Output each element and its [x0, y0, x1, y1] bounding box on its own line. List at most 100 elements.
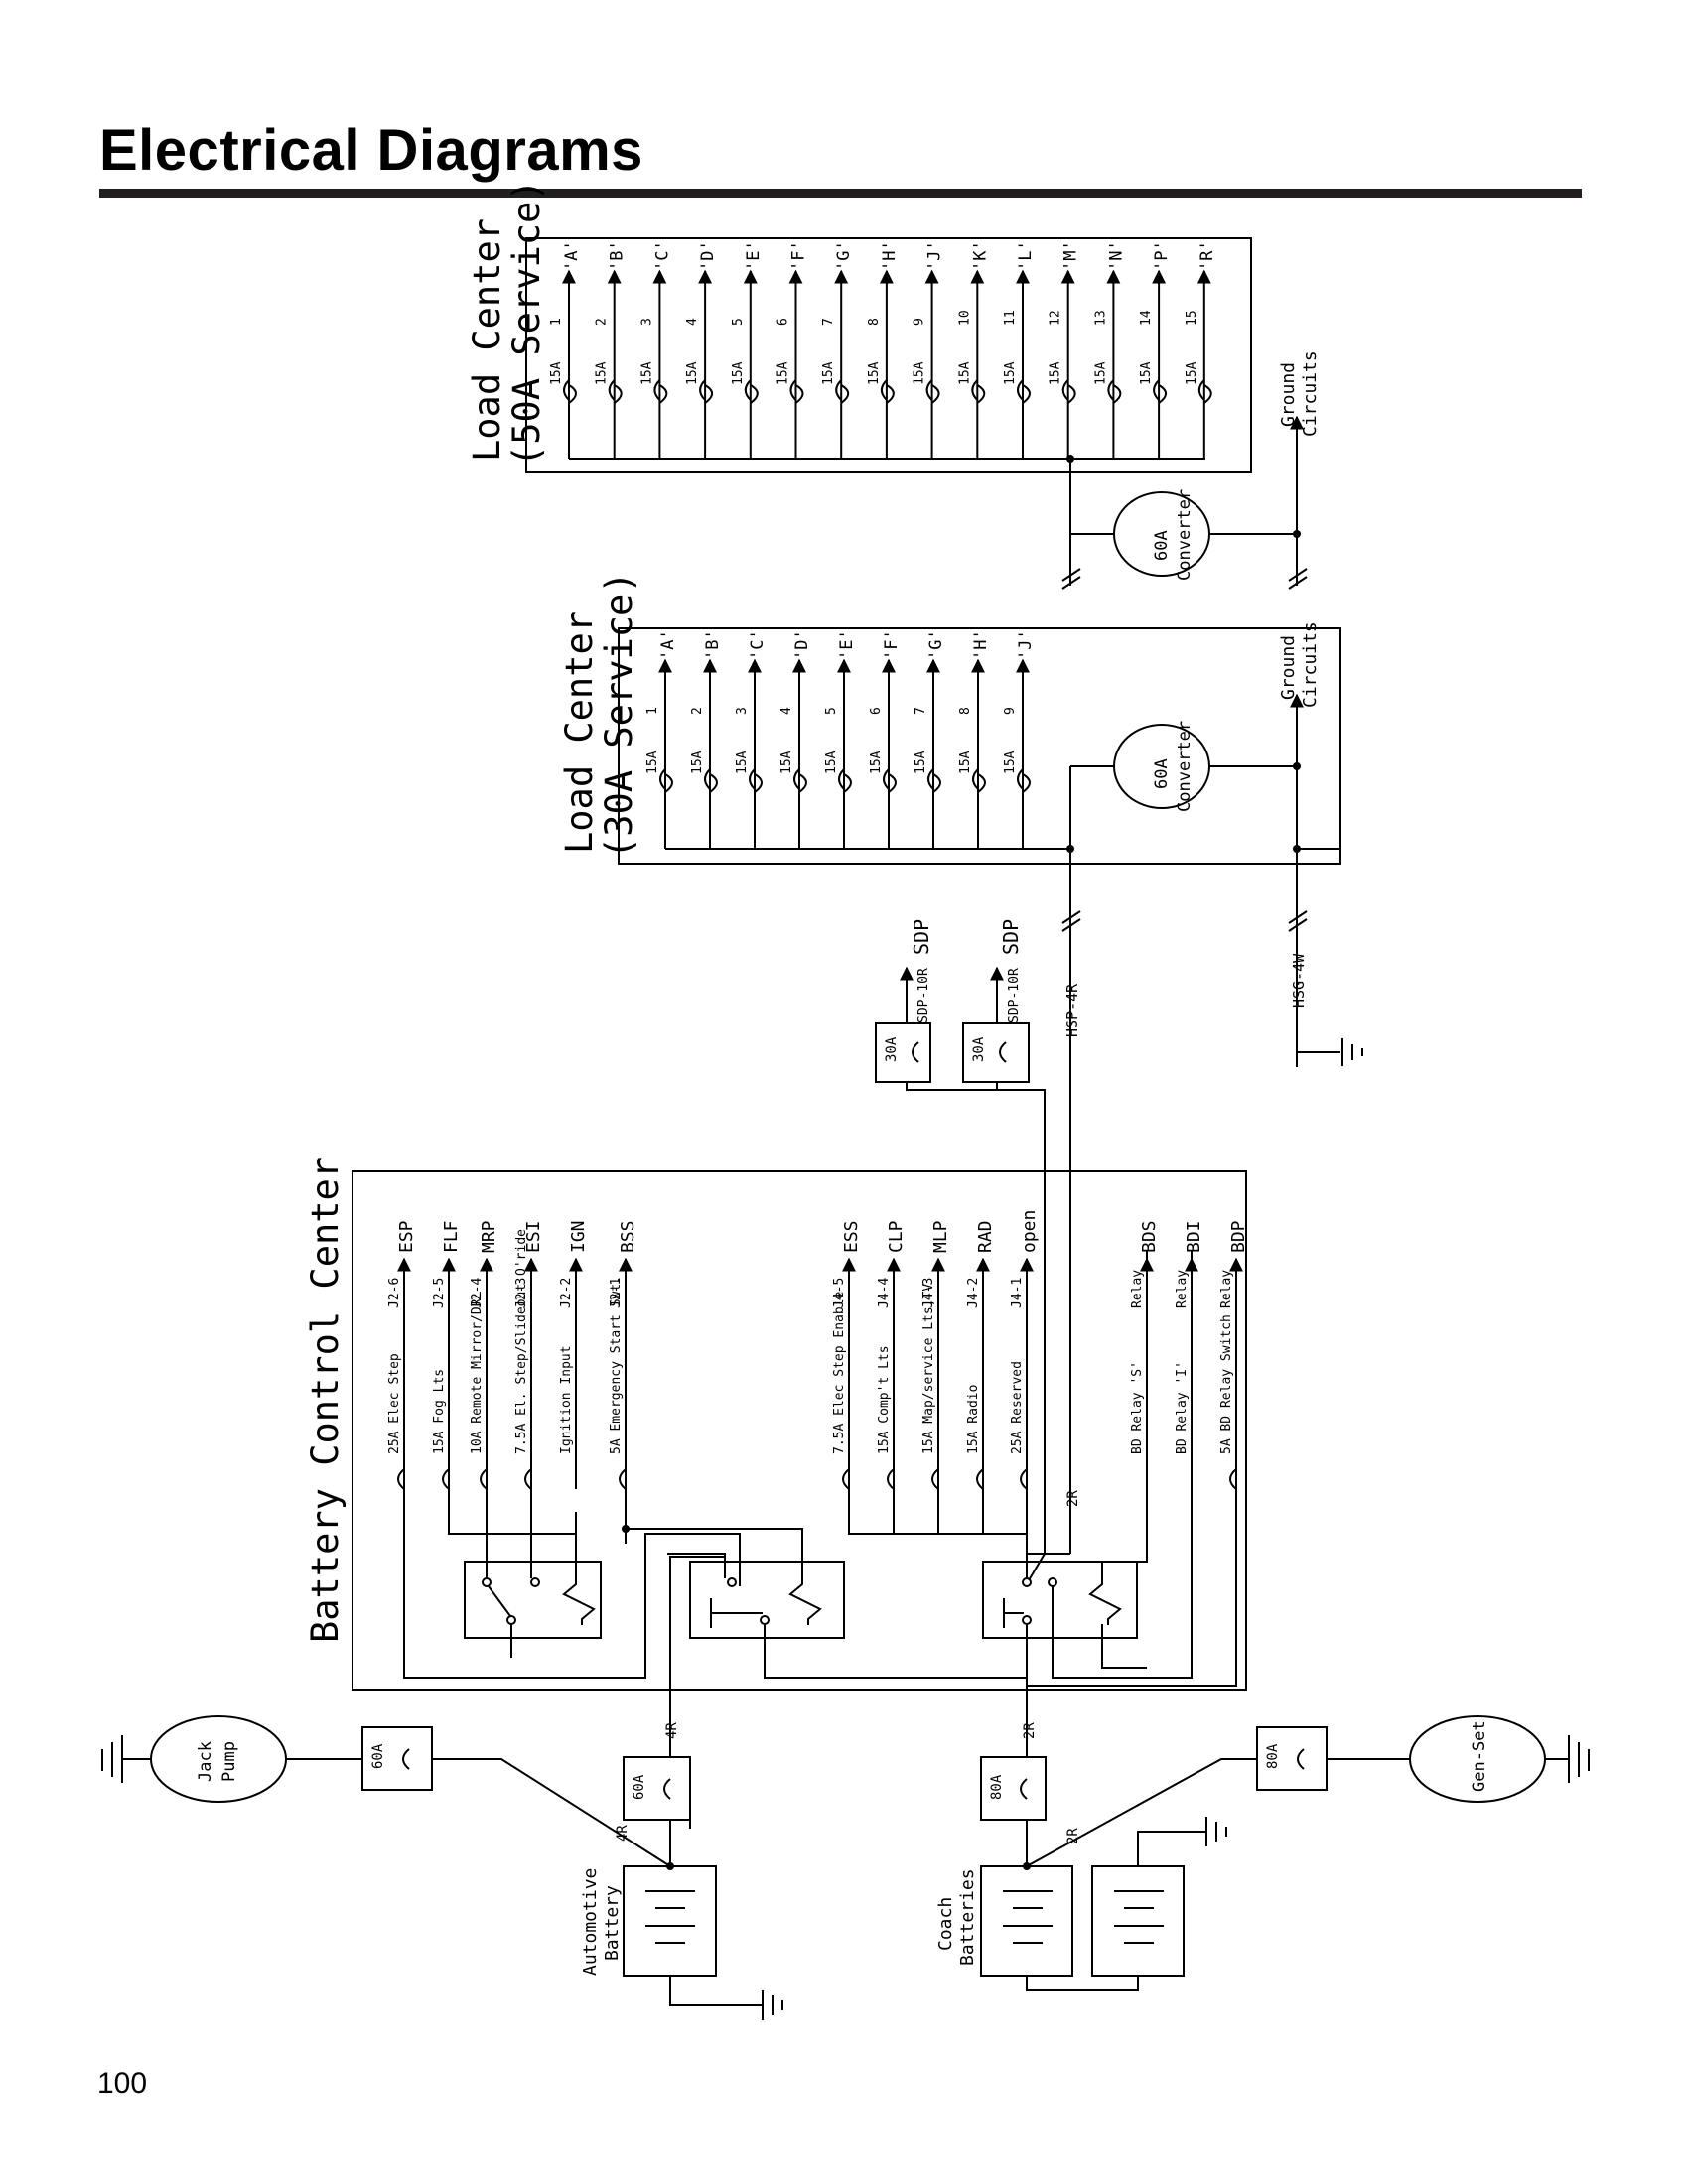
coach-fuse: [980, 1756, 1047, 1821]
lc50-breaker-5-element: [750, 384, 759, 404]
lc50-breaker-14-wire: [1152, 269, 1167, 459]
battery-control-center: Battery Control Center 25A Elec StepJ2-6…: [304, 1157, 1249, 1691]
automotive-battery-label: Automotive: [580, 1868, 601, 1976]
bcc-circuit-esp-fuse-label: 25A Elec Step: [387, 1353, 402, 1454]
lc50-breaker-1-rating: 15A: [549, 361, 564, 385]
gen-ground-symbol: [1568, 1735, 1590, 1783]
lc50-breaker-12-number: 12: [1049, 310, 1063, 326]
bcc-circuit-clp-pin: J4-4: [877, 1278, 892, 1308]
lc50-breaker-4-element: [704, 384, 714, 404]
load-center-50a-title: Load Center: [466, 218, 508, 462]
load-center-50a-box: [525, 237, 1252, 473]
lc50-breaker-4-output: 'D': [698, 240, 718, 271]
bcc-circuit-rad-fuse-label: 15A Radio: [966, 1385, 981, 1454]
lc50-break-1: [1061, 568, 1081, 590]
lc30-converter-label: Converter: [1175, 721, 1195, 812]
page-title: Electrical Diagrams: [99, 118, 643, 183]
lc30-breaker-5-rating: 15A: [824, 751, 839, 774]
coach-batt-link: [1026, 1976, 1139, 1991]
sdp-out-1: SDP: [910, 919, 933, 955]
bcc-circuit-mlp-fuse: [931, 1468, 939, 1512]
lc50-breaker-13-output: 'N': [1106, 240, 1126, 271]
lc30-breaker-4-number: 4: [779, 707, 794, 715]
bcc-circuit-bdi-pin: Relay: [1175, 1270, 1190, 1308]
relay-2-contacts: [710, 1577, 822, 1628]
lc30-breaker-7-number: 7: [914, 707, 928, 715]
lc50-breaker-9-element: [930, 384, 940, 404]
lc50-breaker-7-rating: 15A: [821, 361, 836, 385]
auto-ground-wire: [669, 1976, 763, 2006]
lc30-breaker-8-rating: 15A: [958, 751, 973, 774]
lc50-breaker-12-element: [1067, 384, 1076, 404]
sdp-wire-1-label: SDP-10R: [916, 968, 931, 1023]
lc30-breaker-1-output: 'A': [658, 629, 678, 660]
lc50-breaker-1-output: 'A': [562, 240, 582, 271]
bcc-dot: [623, 1526, 629, 1532]
lc50-breaker-15-output: 'R': [1197, 240, 1217, 271]
lc50-breaker-11-element: [1022, 384, 1031, 404]
coach-battery-1: [980, 1865, 1073, 1977]
lc30-breaker-9-output: 'J': [1016, 629, 1036, 660]
coach-ground-symbol: [1205, 1817, 1227, 1846]
lc30-breaker-2-wire: [703, 658, 717, 849]
bcc-2r-label: 2R: [1065, 1490, 1081, 1507]
lc50-breaker-10-element: [976, 384, 986, 404]
lc30-breaker-8-output: 'H': [971, 629, 991, 660]
lc30-breaker-4-wire: [792, 658, 806, 849]
bcc-circuit-mlp-pin: J4-3: [921, 1278, 936, 1308]
bcc-wire-bdp: [1026, 1512, 1237, 1687]
coach-batteries-label-2: Batteries: [957, 1868, 978, 1966]
lc30-breaker-9-element: [1022, 773, 1031, 793]
bcc-circuit-rad-pin: J4-2: [966, 1278, 981, 1308]
lc50-breaker-9-output: 'J': [925, 240, 945, 271]
lc50-converter-label: Converter: [1175, 489, 1195, 581]
hsg-ground-symbol: [1341, 1038, 1363, 1066]
lc30-breaker-3-number: 3: [735, 707, 750, 715]
lc50-breaker-7-number: 7: [821, 318, 836, 326]
lc30-break-1: [1061, 910, 1081, 932]
auto-batt-cells: [645, 1890, 695, 1944]
lc30-breaker-9-wire: [1016, 658, 1030, 849]
title-rule: [99, 189, 1582, 198]
lc50-ground-label: Ground: [1278, 362, 1299, 427]
lc50-breaker-1-wire: [562, 269, 576, 459]
bcc-circuit-bds-fuse-label: BD Relay 'S': [1130, 1361, 1145, 1454]
lc50-breaker-6-output: 'F': [789, 240, 809, 271]
lc30-breaker-3-rating: 15A: [735, 751, 750, 774]
bcc-circuit-flf-output: FLF: [441, 1220, 462, 1253]
lc50-breaker-12-rating: 15A: [1049, 361, 1063, 385]
lc30-breaker-1-element: [664, 773, 673, 793]
sdp-wire-2-label: SDP-10R: [1007, 968, 1022, 1023]
bcc-circuit-bdi-fuse-label: BD Relay 'I': [1175, 1361, 1190, 1454]
lc50-breaker-7-wire: [834, 269, 849, 459]
lc50-breaker-2-element: [614, 384, 623, 404]
lc30-breaker-9-rating: 15A: [1003, 751, 1018, 774]
load-center-50a-subtitle: (50A Service): [505, 179, 548, 467]
lc30-breaker-3-wire: [748, 658, 762, 849]
auto-ground-symbol: [762, 1990, 783, 2020]
lc30-junction: [1066, 845, 1074, 853]
coach-ground-wire: [1137, 1831, 1206, 1866]
gen-set-label: Gen-Set: [1470, 1720, 1489, 1792]
lc30-breaker-8-number: 8: [958, 707, 973, 715]
bcc-circuit-ign-output: IGN: [568, 1220, 589, 1253]
lc30-breaker-8-wire: [971, 658, 985, 849]
lc50-breaker-11-rating: 15A: [1003, 361, 1018, 385]
bcc-circuit-bss-fuse-label: 5A Emergency Start Swt.: [609, 1276, 624, 1454]
bcc-wire-bss: [625, 1512, 803, 1578]
bcc-circuit-ess-fuse-label: 7.5A Elec Step Enable: [832, 1291, 847, 1454]
lc30-breaker-6-number: 6: [869, 707, 884, 715]
lc50-breaker-5-wire: [743, 269, 758, 459]
lc50-breaker-6-rating: 15A: [776, 361, 791, 385]
bcc-wire-flf-mrp: [448, 1512, 577, 1578]
lc30-breaker-7-wire: [926, 658, 940, 849]
sdp-fuses: 30A 30A SDP-10R SDP-10R SDP SDP: [875, 919, 1046, 1554]
lc50-breaker-5-output: 'E': [744, 240, 764, 271]
coach-2r-label-1: 2R: [1022, 1722, 1038, 1739]
lc50-breaker-9-wire: [924, 269, 939, 459]
lc30-breaker-5-number: 5: [824, 707, 839, 715]
lc50-breaker-6-wire: [788, 269, 803, 459]
coach-fuse-rating: 80A: [989, 1774, 1005, 1800]
lc50-breaker-15-wire: [1196, 269, 1211, 459]
load-center-30a: Load Center (30A Service) 15A1'A'15A2'B'…: [558, 571, 1363, 1554]
